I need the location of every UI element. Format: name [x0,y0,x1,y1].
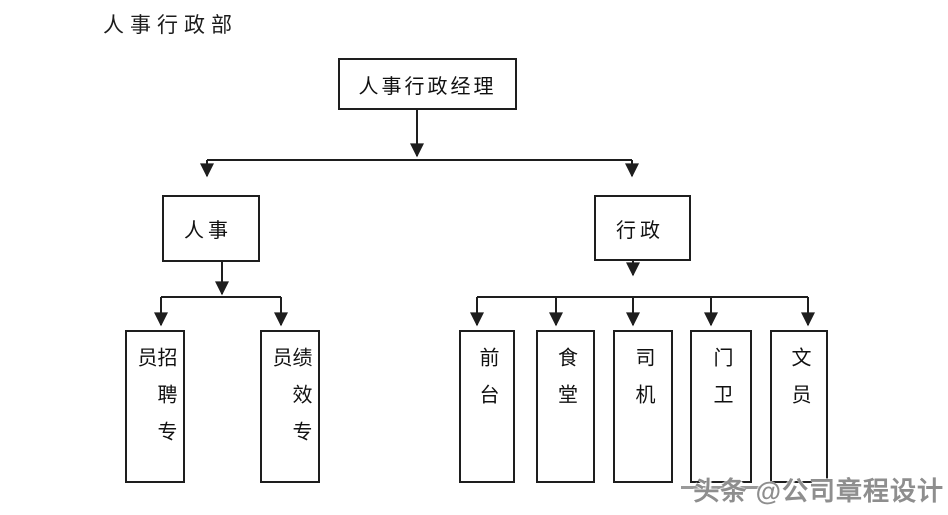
node-label: 司机 [632,347,654,421]
node-admin: 行政 [594,195,691,261]
watermark-logo-line [681,486,762,489]
node-label: 前台 [476,347,498,421]
node-label: 门卫 [710,347,732,421]
node-clerk: 文员 [770,330,828,483]
node-hr: 人事 [162,195,260,262]
node-driver: 司机 [613,330,673,483]
node-label: 招聘专员 [134,347,176,458]
node-manager: 人事行政经理 [338,58,517,110]
node-label: 食堂 [554,347,577,421]
node-label: 文员 [788,347,810,421]
node-recruit-specialist: 招聘专员 [125,330,185,483]
watermark-text: 头条 @公司章程设计 [693,476,944,506]
node-guard: 门卫 [690,330,752,483]
node-front-desk: 前台 [459,330,515,483]
node-label: 绩效专员 [269,347,311,458]
page-title: 人事行政部 [103,13,238,37]
watermark: 头条 @公司章程设计 [681,471,944,508]
node-performance-specialist: 绩效专员 [260,330,320,483]
node-canteen: 食堂 [536,330,595,483]
